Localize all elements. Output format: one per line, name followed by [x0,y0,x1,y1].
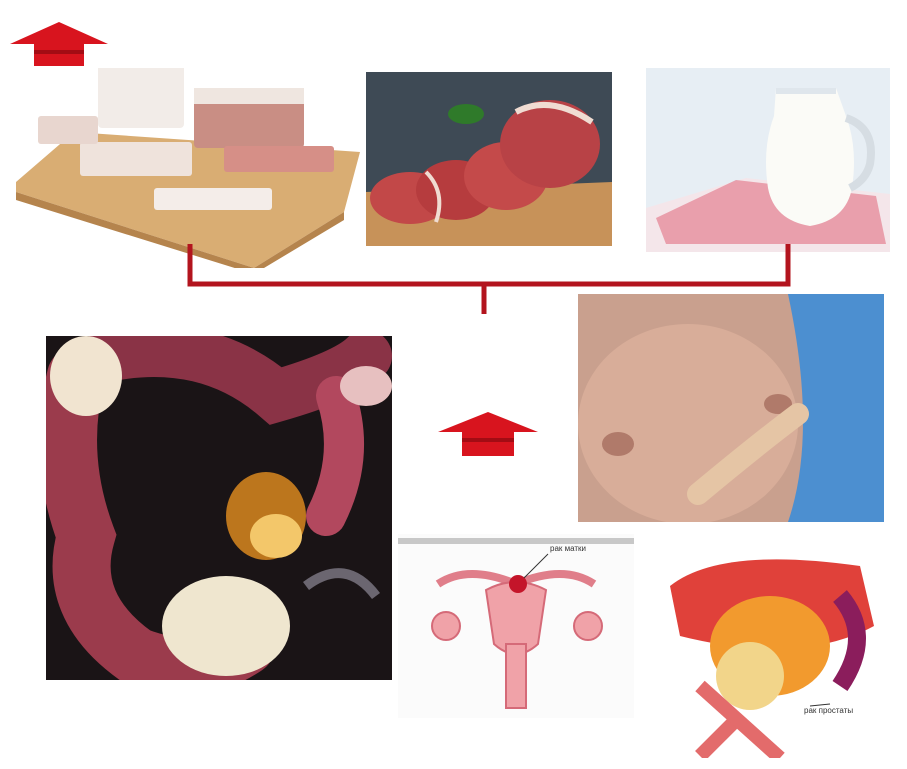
uterus-label: рак матки [550,544,586,553]
prostate-label: рак простаты [804,706,853,715]
raw-beef-image [366,72,612,246]
uterus-diagram-image: рак матки [398,534,634,718]
prostate-image: рак простаты [660,546,884,758]
colon-xray-image [46,336,392,680]
milk-jug-image [646,68,890,252]
breast-image [578,294,884,522]
pork-fat-on-board-image [14,42,360,268]
red-up-arrow-icon [436,410,540,458]
